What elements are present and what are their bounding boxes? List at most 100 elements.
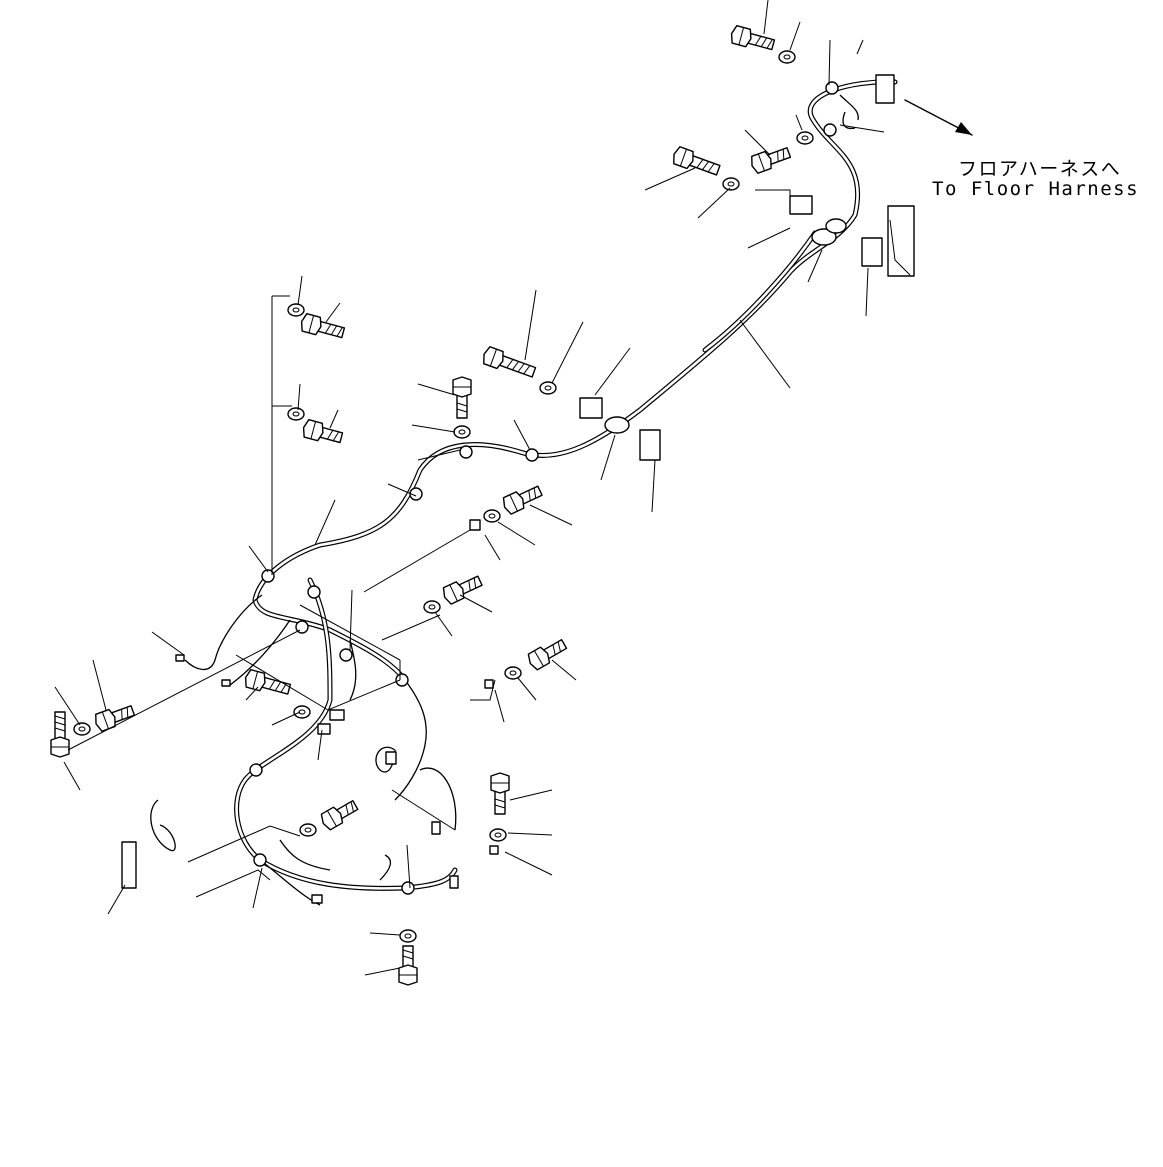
leader-line-19 xyxy=(411,424,456,433)
cable-band-10 xyxy=(395,673,409,687)
bolt-thread xyxy=(456,408,468,413)
direction-arrow xyxy=(904,99,973,136)
washer-7 xyxy=(483,509,501,523)
harness-cable-2 xyxy=(702,230,818,353)
bracket-4 xyxy=(875,74,895,104)
washer-hole-6 xyxy=(544,385,552,391)
cable-band-2 xyxy=(825,218,847,234)
washer-hole-1 xyxy=(727,181,735,187)
bracket-1 xyxy=(579,397,603,419)
leader-line-29 xyxy=(517,677,537,701)
bolt-15 xyxy=(50,711,70,758)
bracket-7 xyxy=(329,709,345,721)
bolt-6 xyxy=(452,376,472,419)
bolt-thread xyxy=(494,804,506,809)
bolt-thread xyxy=(782,149,785,160)
bolt-thread xyxy=(754,36,762,46)
leader-line-7 xyxy=(644,167,696,191)
bolt-thread xyxy=(468,580,471,591)
leader-line-23 xyxy=(529,504,573,526)
bolt-4 xyxy=(302,418,344,444)
bolt-head-edge xyxy=(679,148,687,167)
bolt-3 xyxy=(300,312,346,339)
washer-10 xyxy=(293,705,311,719)
leader-line-33 xyxy=(297,383,301,411)
bolt-head-edge xyxy=(308,315,315,334)
cable-band-9 xyxy=(339,648,353,662)
leader-line-1 xyxy=(789,21,801,51)
branch-wire-1 xyxy=(229,619,291,686)
bolt-thread xyxy=(54,721,66,726)
bolt-head-edge xyxy=(489,348,497,367)
bolt-head-edge xyxy=(509,494,518,512)
bracket-8 xyxy=(317,723,331,735)
leader-line-8 xyxy=(697,187,731,219)
leader-line-46 xyxy=(252,867,263,909)
bracket-16 xyxy=(175,654,185,662)
leader-line-54 xyxy=(381,614,441,641)
bolt-5 xyxy=(483,346,537,378)
bolt-thread xyxy=(557,641,561,652)
branch-wire-0 xyxy=(184,594,263,671)
bolt-9 xyxy=(527,638,568,671)
washer-9 xyxy=(504,666,522,680)
washer-hole-13 xyxy=(494,832,502,838)
leader-line-43 xyxy=(63,761,81,791)
washer-1 xyxy=(722,177,740,191)
harness-cable-inner-1 xyxy=(235,578,457,890)
bolt-12 xyxy=(490,772,510,815)
bolt-thread xyxy=(473,577,477,589)
branch-wire-8 xyxy=(349,639,357,701)
bracket-11 xyxy=(449,875,459,889)
washer-14 xyxy=(399,929,417,943)
bracket-15 xyxy=(484,679,494,689)
harness-cable-1 xyxy=(234,577,458,891)
washer-3 xyxy=(287,303,305,317)
bolt-thread xyxy=(528,490,531,501)
leader-line-20 xyxy=(417,449,461,461)
bolt-head-edge xyxy=(449,584,458,602)
branch-wire-9 xyxy=(150,799,176,852)
leader-line-31 xyxy=(297,275,303,306)
leader-line-52 xyxy=(504,851,553,876)
bolt-10 xyxy=(244,668,292,695)
bolt-thread xyxy=(54,727,66,732)
bolt-thread xyxy=(402,949,414,954)
bolt-thread xyxy=(126,707,129,718)
leader-line-18 xyxy=(417,383,456,396)
bolt-thread xyxy=(533,487,537,499)
leader-line-40 xyxy=(271,711,301,726)
bolt-thread xyxy=(326,430,334,440)
leader-line-26 xyxy=(459,594,493,613)
guide-line-3 xyxy=(67,629,301,751)
branch-wire-6 xyxy=(279,839,331,871)
leader-line-10 xyxy=(807,249,823,283)
bolt-thread xyxy=(54,715,66,720)
leader-line-28 xyxy=(551,659,577,681)
leader-line-24 xyxy=(497,521,536,546)
leader-line-42 xyxy=(54,686,81,726)
bracket-2 xyxy=(639,429,661,461)
bolt-thread xyxy=(456,402,468,407)
bolt-thread xyxy=(268,680,276,690)
guide-line-4 xyxy=(299,604,401,661)
cable-band-12 xyxy=(253,853,267,867)
harness-cables xyxy=(234,79,898,891)
bolt-13 xyxy=(320,799,359,831)
leader-line-6 xyxy=(795,114,803,131)
washer-hole-11 xyxy=(304,827,312,833)
leader-line-50 xyxy=(509,789,553,801)
bolt-thread xyxy=(350,801,354,812)
washer-hole-3 xyxy=(292,307,300,313)
cable-band-7 xyxy=(307,585,321,599)
cable-band-14 xyxy=(825,81,839,95)
leader-line-38 xyxy=(151,631,185,656)
leader-line-41 xyxy=(92,659,107,711)
washer-hole-5 xyxy=(458,429,466,435)
leader-line-30 xyxy=(494,689,505,723)
bolt-thread xyxy=(345,804,349,815)
leader-line-53 xyxy=(363,529,471,593)
bolt-thread xyxy=(274,681,282,691)
leader-line-21 xyxy=(387,483,417,497)
